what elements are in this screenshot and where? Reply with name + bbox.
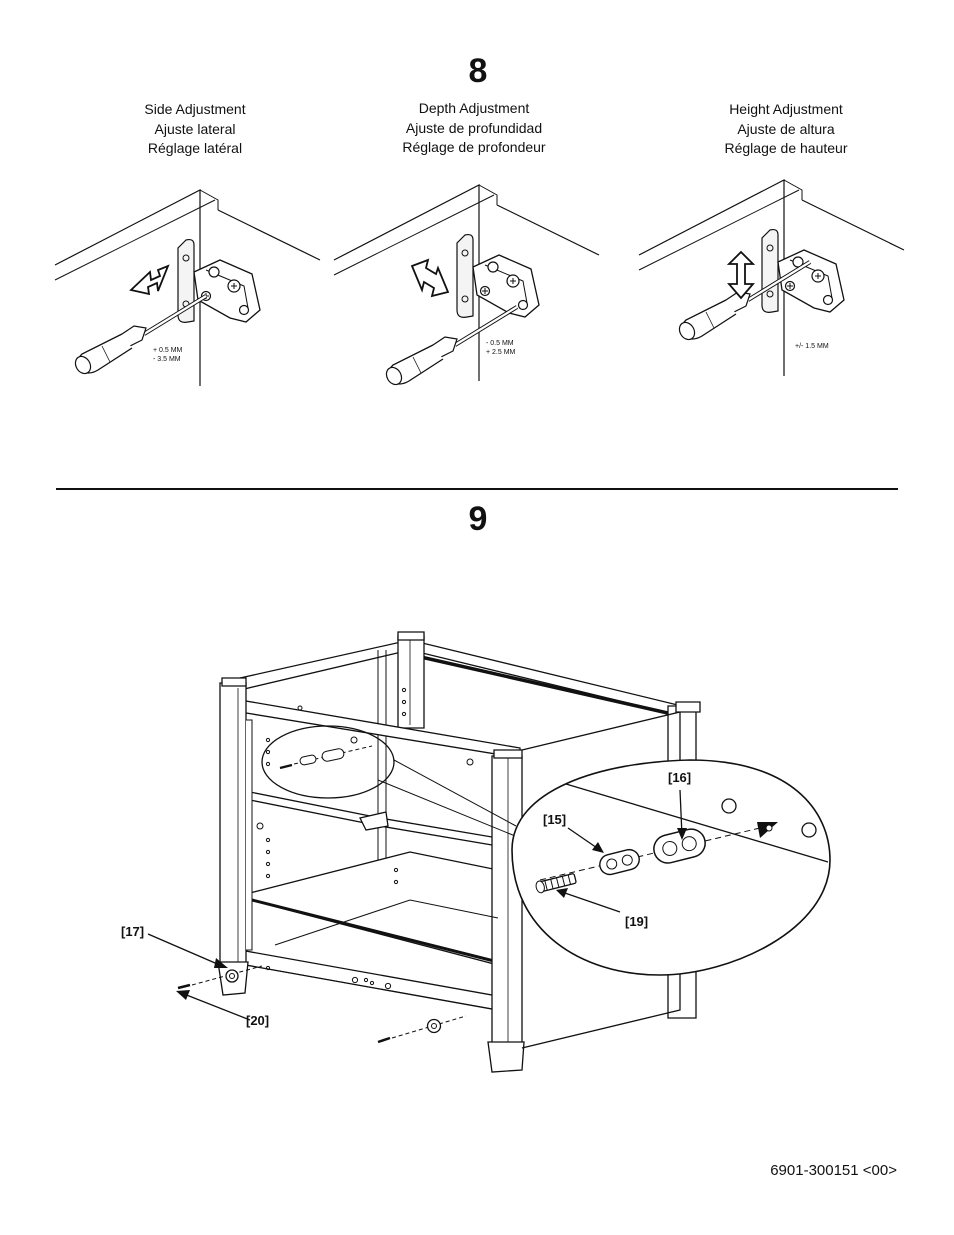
callout-part-17: [17] (121, 924, 145, 939)
shelf-pin-holes (256, 687, 474, 990)
depth-range-label: - 0.5 MM + 2.5 MM (486, 339, 515, 357)
side-adjustment-caption: Side Adjustment Ajuste lateral Réglage l… (95, 100, 295, 159)
range-line: +/- 1.5 MM (795, 343, 829, 350)
range-line: + 2.5 MM (486, 349, 516, 356)
detail-lead-lines (377, 759, 521, 839)
callout-part-19: [19] (625, 914, 649, 929)
caption-line-en: Side Adjustment (144, 101, 246, 117)
step-9-number: 9 (468, 500, 488, 538)
caption-line-en: Depth Adjustment (418, 100, 530, 116)
small-cam-detail (279, 745, 373, 770)
height-range-label: +/- 1.5 MM (795, 342, 829, 351)
connector-detail-magnified (511, 759, 831, 976)
leg-screw-assembly (177, 965, 467, 1044)
caption-line-fr: Réglage de hauteur (724, 140, 848, 156)
depth-arrow-icon (410, 258, 450, 298)
caption-line-es: Ajuste lateral (154, 120, 236, 137)
step-8-number: 8 (468, 52, 488, 90)
side-arrow-icon (129, 264, 170, 296)
caption-line-fr: Réglage latéral (147, 140, 243, 156)
side-range-label: + 0.5 MM - 3.5 MM (153, 346, 182, 364)
range-line: - 0.5 MM (486, 340, 514, 347)
height-adjustment-caption: Height Adjustment Ajuste de altura Régla… (686, 100, 886, 159)
range-line: - 3.5 MM (153, 356, 181, 363)
callout-part-15: [15] (543, 812, 567, 827)
height-arrow-icon (726, 250, 756, 300)
caption-line-es: Ajuste de profundidad (405, 119, 543, 136)
caption-line-es: Ajuste de altura (737, 120, 835, 137)
callout-part-20: [20] (246, 1013, 270, 1028)
callout-arrowheads (176, 828, 687, 1000)
callout-part-16: [16] (668, 770, 692, 785)
caption-line-fr: Réglage de profondeur (402, 139, 546, 155)
detail-source-ellipse (261, 725, 395, 799)
caption-line-en: Height Adjustment (729, 101, 843, 117)
depth-adjustment-caption: Depth Adjustment Ajuste de profundidad R… (374, 99, 574, 158)
step-divider (56, 488, 898, 490)
document-number: 6901-300151 <00> (770, 1162, 897, 1179)
range-line: + 0.5 MM (153, 347, 183, 354)
